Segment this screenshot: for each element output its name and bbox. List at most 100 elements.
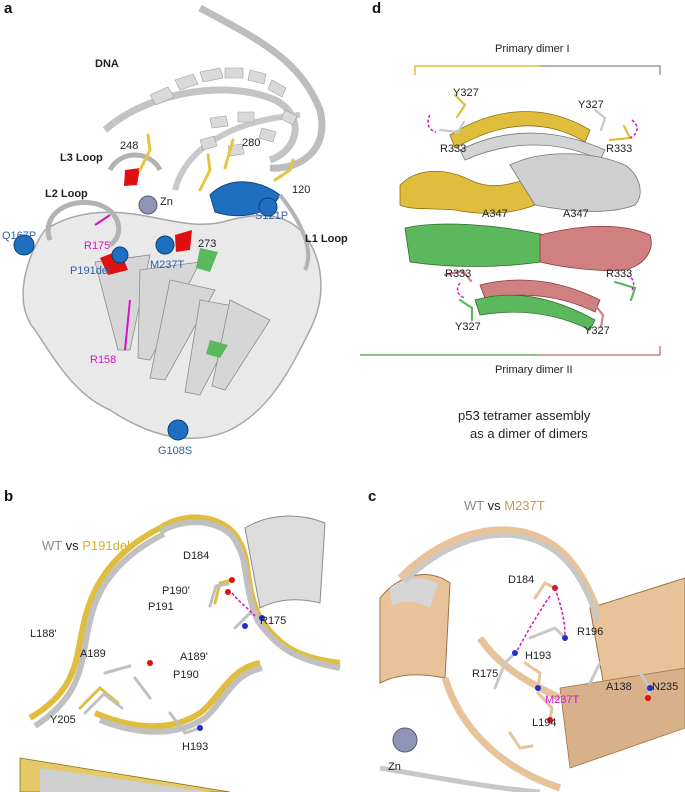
c-n-atom-2	[512, 650, 518, 656]
stick-c-r175	[493, 651, 517, 690]
red-region-2	[175, 230, 192, 252]
label-r333-bl: R333	[445, 268, 472, 280]
loop-gold-3	[93, 660, 261, 730]
label-primary-dimer-2: Primary dimer II	[495, 364, 573, 376]
stick-c-a138	[588, 661, 602, 685]
stick-r333-bl	[443, 269, 473, 283]
stick-d184	[213, 578, 234, 605]
title-c-wt: WT	[464, 498, 484, 513]
n-atom-3	[242, 623, 248, 629]
title-wt: WT	[42, 538, 62, 553]
stick-c-l194	[508, 731, 534, 750]
stick-y327-br	[593, 303, 605, 329]
label-280: 280	[242, 137, 261, 149]
label-l2-loop: L2 Loop	[45, 188, 88, 200]
c-o-atom-2	[645, 695, 651, 701]
label-l3-loop: L3 Loop	[60, 152, 103, 164]
label-r333-br: R333	[606, 268, 633, 280]
label-c-m237t: M237T	[545, 694, 580, 706]
label-b-l188p: L188'	[30, 628, 57, 640]
stick-y205-grey	[83, 692, 124, 715]
stick-y327-bl	[458, 298, 474, 322]
label-120: 120	[292, 184, 311, 196]
label-c-r196: R196	[577, 626, 604, 638]
loop-grey-3	[98, 665, 263, 735]
label-c-d184: D184	[508, 574, 535, 586]
panel-c: c WT vs M237T	[360, 488, 685, 792]
label-c-r175: R175	[472, 668, 499, 680]
title-c-vs: vs	[487, 498, 501, 513]
label-c-a138: A138	[606, 681, 632, 693]
label-q167p: Q167P	[2, 230, 37, 242]
label-273: 273	[198, 238, 217, 250]
label-m237t: M237T	[150, 259, 185, 271]
top-sheet-grey	[459, 132, 606, 161]
stick-a189	[103, 664, 132, 675]
caption-line-1: p53 tetramer assembly	[458, 408, 591, 423]
label-r333-tr: R333	[606, 143, 633, 155]
stick-c-m237t	[536, 691, 554, 722]
label-b-h193: H193	[182, 741, 209, 753]
r175-marker	[94, 214, 111, 226]
n-atom-1	[259, 615, 265, 621]
helix-green	[404, 223, 546, 267]
green-region-1	[196, 248, 218, 272]
caption-line-2: as a dimer of dimers	[470, 426, 588, 441]
red-region-3	[124, 168, 140, 186]
c-n-atom-1	[562, 635, 568, 641]
o-atom-3	[147, 660, 153, 666]
panel-a-structure	[13, 4, 326, 441]
bracket-bottom-salmon	[540, 346, 661, 356]
panel-label-d: d	[372, 0, 382, 17]
helix-topright	[244, 515, 326, 609]
loop-c-1	[397, 526, 604, 620]
label-c-l194: L194	[532, 717, 557, 729]
helix-left-grey	[390, 578, 438, 608]
panel-b-structure	[19, 514, 341, 792]
hbond-tl	[427, 114, 437, 133]
dna-backbone-1	[198, 4, 326, 172]
loop-gold-2	[28, 525, 162, 721]
stick-y327-tr	[593, 108, 607, 132]
stick-p190	[133, 676, 152, 700]
loop-c-1-grey	[402, 532, 601, 622]
o-atom-2	[225, 589, 231, 595]
panel-c-structure	[379, 526, 685, 792]
label-y327-bl: Y327	[455, 321, 481, 333]
loop-c-3	[477, 636, 562, 702]
label-a347-r: A347	[563, 208, 589, 220]
loop-grey-2	[33, 531, 166, 729]
title-c-mut: M237T	[504, 498, 545, 513]
label-b-p190: P190	[173, 669, 199, 681]
l2-loop	[45, 199, 122, 248]
label-b-p190p: P190'	[162, 585, 190, 597]
helix-salmon	[539, 225, 652, 271]
label-b-y205: Y205	[50, 714, 76, 726]
sheet-bottom-grey	[40, 768, 210, 792]
mutation-spheres	[13, 197, 278, 441]
panel-label-b: b	[4, 488, 14, 505]
o-atom-1	[229, 577, 235, 583]
label-b-p191: P191	[148, 601, 174, 613]
panel-label-a: a	[4, 0, 13, 17]
label-g108s: G108S	[158, 445, 193, 457]
label-y327-tr: Y327	[578, 99, 604, 111]
title-mut: P191del	[82, 538, 130, 553]
helix-grey	[509, 153, 641, 212]
label-y327-tl: Y327	[453, 87, 479, 99]
label-r175: R175	[84, 240, 111, 252]
stick-r333-tl	[438, 120, 466, 134]
helix-gold	[399, 170, 536, 214]
label-dna: DNA	[95, 58, 119, 70]
c-o-atom-3	[547, 717, 553, 723]
hbond-br	[625, 275, 635, 291]
label-b-a189: A189	[80, 648, 106, 660]
label-c-n235: N235	[652, 681, 679, 693]
panel-b: b WT vs P191del	[0, 488, 350, 792]
label-b-r175: R175	[260, 615, 287, 627]
green-region-2	[206, 340, 228, 358]
label-zn: Zn	[160, 196, 173, 208]
stick-r333-tr	[608, 124, 632, 142]
panel-b-title: WT vs P191del	[42, 538, 130, 553]
dna-backbone-2	[102, 86, 299, 164]
